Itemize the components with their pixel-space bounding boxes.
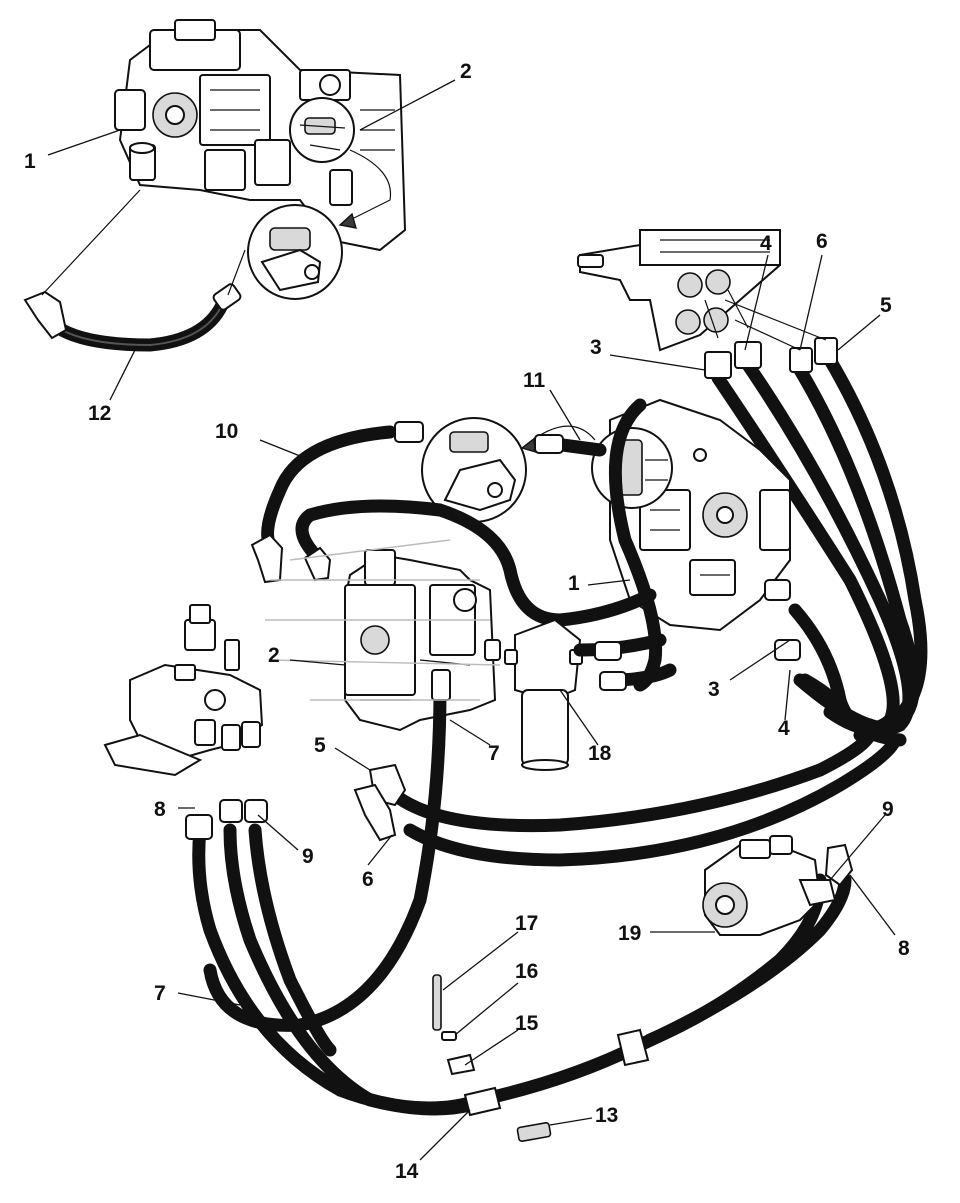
callout-2-top: 2 bbox=[460, 60, 472, 83]
hose-12 bbox=[23, 283, 242, 352]
hydraulic-motor bbox=[702, 835, 854, 936]
detail-arrow-head-top bbox=[338, 212, 357, 229]
detail-circle-valve-port bbox=[421, 417, 527, 523]
hoses-3-4-lower bbox=[573, 579, 907, 747]
callout-15: 15 bbox=[515, 1012, 539, 1035]
control-valve-bank bbox=[577, 229, 781, 352]
callout-14: 14 bbox=[395, 1160, 419, 1183]
callout-7-lower: 7 bbox=[154, 982, 166, 1005]
hose-12-guides bbox=[41, 189, 246, 296]
callout-2-center: 2 bbox=[268, 644, 280, 667]
callout-16: 16 bbox=[515, 960, 538, 983]
pump-assembly-top bbox=[114, 19, 407, 252]
callout-7-center: 7 bbox=[488, 742, 500, 765]
clamp-and-fasteners bbox=[432, 974, 650, 1142]
callout-10: 10 bbox=[215, 420, 238, 443]
callout-6-lower: 6 bbox=[362, 868, 374, 891]
callout-4-top: 4 bbox=[760, 232, 772, 255]
callout-19: 19 bbox=[618, 922, 641, 945]
callout-9-right: 9 bbox=[882, 798, 894, 821]
callout-8-left: 8 bbox=[154, 798, 166, 821]
callout-17: 17 bbox=[515, 912, 538, 935]
callout-labels: 1 2 12 4 6 5 3 11 10 1 2 3 4 7 18 5 8 9 … bbox=[24, 60, 910, 1183]
filter-assembly bbox=[504, 618, 583, 771]
detail-circle-fitting-small bbox=[289, 97, 355, 163]
callout-9-left: 9 bbox=[302, 845, 314, 868]
detail-circle-fitting-large bbox=[247, 204, 343, 300]
callout-11: 11 bbox=[523, 369, 546, 392]
callout-18: 18 bbox=[588, 742, 612, 765]
callout-1-center: 1 bbox=[568, 572, 580, 595]
detail-arrow-top bbox=[339, 149, 392, 226]
flow-control-valve-center bbox=[344, 549, 501, 732]
callout-5-lower: 5 bbox=[314, 734, 326, 757]
callout-4-lower: 4 bbox=[778, 717, 790, 740]
callout-8-right: 8 bbox=[898, 937, 910, 960]
callout-5-top: 5 bbox=[880, 294, 892, 317]
callout-1-top: 1 bbox=[24, 150, 36, 173]
leader-lines bbox=[47, 79, 896, 1161]
hoses-8-9 bbox=[185, 799, 852, 1116]
callout-12: 12 bbox=[88, 402, 111, 425]
hoses-5-6-long bbox=[353, 718, 902, 867]
hose-10 bbox=[250, 421, 607, 584]
callout-3-lower: 3 bbox=[708, 678, 720, 701]
callout-13: 13 bbox=[595, 1104, 618, 1127]
background-frame-lines bbox=[265, 539, 501, 701]
detail-circle-pump-port bbox=[591, 427, 673, 509]
callout-3-top: 3 bbox=[590, 336, 602, 359]
auxiliary-valve-left bbox=[103, 604, 264, 777]
callout-6-top: 6 bbox=[816, 230, 828, 253]
hose-7 bbox=[203, 669, 451, 1032]
